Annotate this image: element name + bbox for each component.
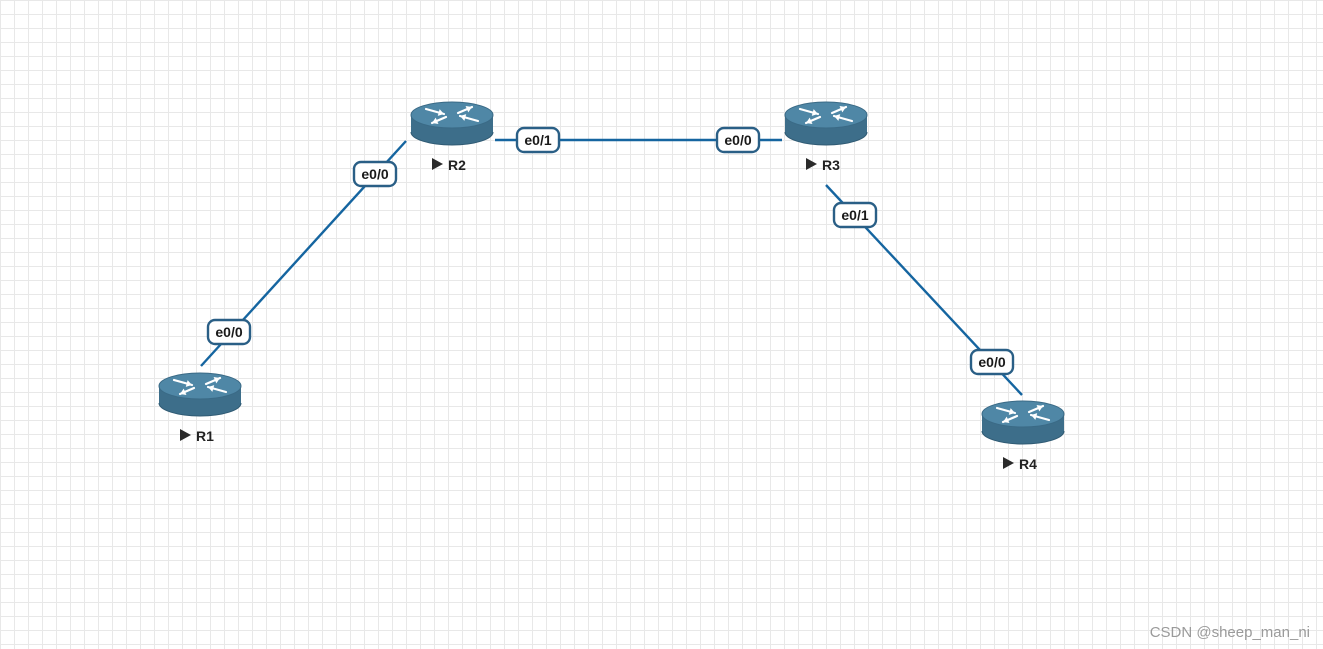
watermark: CSDN @sheep_man_ni — [1149, 624, 1310, 641]
iface-r2-e0-1[interactable]: e0/1 — [515, 126, 561, 154]
router-label-group: R3 — [806, 157, 840, 173]
interface-badge-frame — [206, 318, 252, 346]
router-label-group: R2 — [432, 157, 466, 173]
iface-r3-e0-0[interactable]: e0/0 — [715, 126, 761, 154]
router-label-group: R1 — [180, 428, 214, 444]
router-icon — [158, 372, 242, 417]
router-label-group: R4 — [1003, 456, 1037, 472]
router-r1[interactable]: R1 — [158, 372, 242, 444]
router-label: R2 — [448, 157, 466, 173]
interface-label: e0/0 — [978, 354, 1005, 370]
interface-badge-frame — [715, 126, 761, 154]
router-icon — [981, 400, 1065, 445]
interface-label: e0/1 — [841, 207, 868, 223]
router-label: R3 — [822, 157, 840, 173]
router-r3[interactable]: R3 — [784, 101, 868, 173]
router-label: R4 — [1019, 456, 1037, 472]
interface-labels-layer: e0/0 e0/0 e0/1 e0/0 e0/1 e0/0 — [206, 126, 1015, 376]
interface-badge-frame — [352, 160, 398, 188]
interface-label: e0/0 — [215, 324, 242, 340]
interface-label: e0/1 — [524, 132, 551, 148]
interface-label: e0/0 — [724, 132, 751, 148]
iface-r1-e0-0[interactable]: e0/0 — [206, 318, 252, 346]
iface-r2-e0-0[interactable]: e0/0 — [352, 160, 398, 188]
play-triangle-icon[interactable] — [806, 158, 817, 170]
iface-r4-e0-0[interactable]: e0/0 — [969, 348, 1015, 376]
play-triangle-icon[interactable] — [432, 158, 443, 170]
interface-badge-frame — [515, 126, 561, 154]
interface-badge-frame — [832, 201, 878, 229]
iface-r3-e0-1[interactable]: e0/1 — [832, 201, 878, 229]
router-icon — [410, 101, 494, 146]
play-triangle-icon[interactable] — [1003, 457, 1014, 469]
router-r2[interactable]: R2 — [410, 101, 494, 173]
links-layer — [200, 138, 1023, 396]
router-r4[interactable]: R4 — [981, 400, 1065, 472]
interface-label: e0/0 — [361, 166, 388, 182]
play-triangle-icon[interactable] — [180, 429, 191, 441]
router-icon — [784, 101, 868, 146]
interface-badge-frame — [969, 348, 1015, 376]
router-label: R1 — [196, 428, 214, 444]
